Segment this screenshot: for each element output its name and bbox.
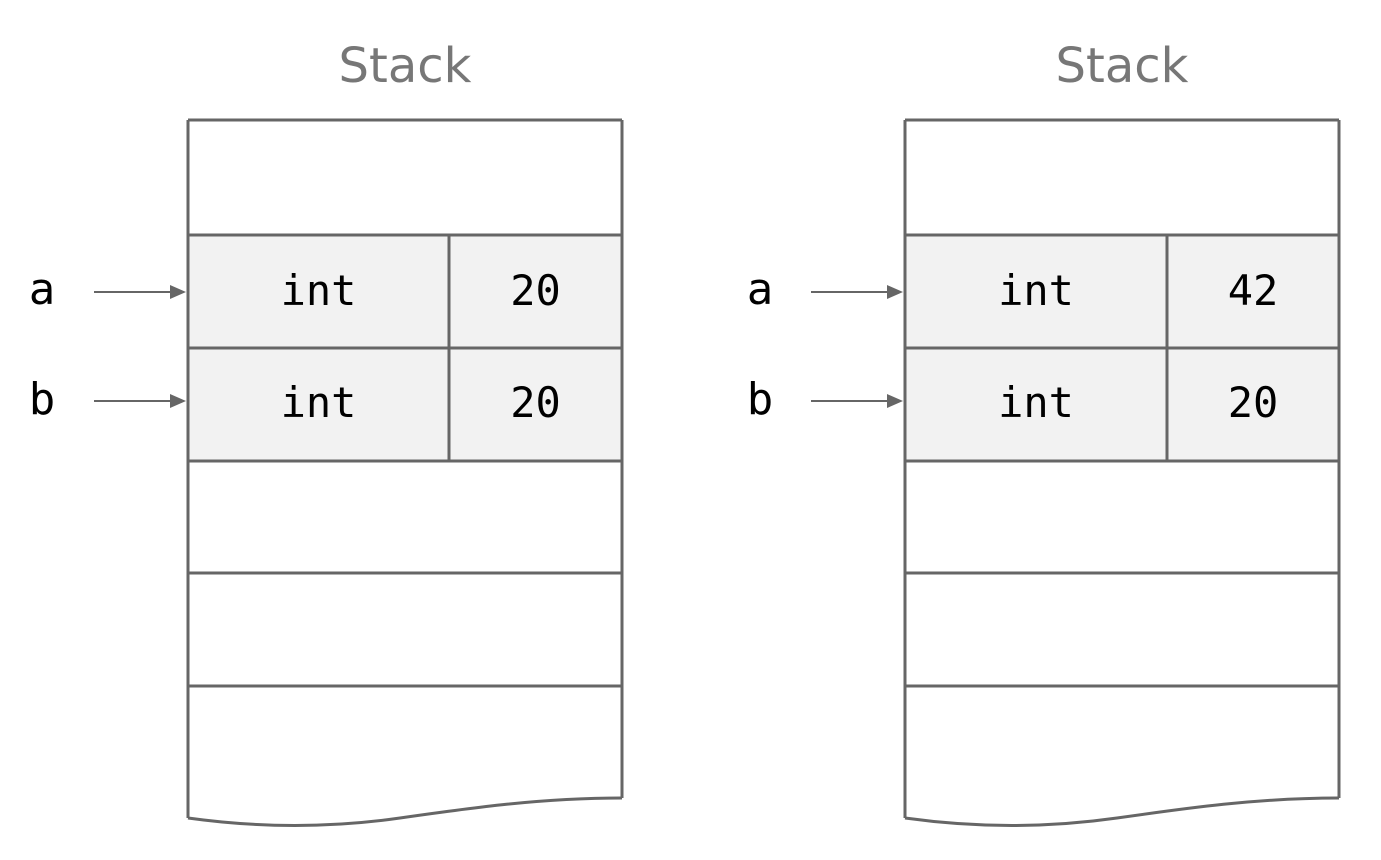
arrow-left-a-head: [170, 285, 186, 299]
stack-left: [94, 118, 624, 827]
stack-title-right: Stack: [1055, 38, 1189, 94]
var-label-a-left: a: [28, 264, 56, 315]
stack-left-torn-bottom: [187, 796, 623, 827]
cell-type-b-left: int: [280, 378, 357, 427]
cell-value-b-left: 20: [510, 378, 561, 427]
stack-title-left: Stack: [338, 38, 472, 94]
stack-right-row-a-fill: [905, 235, 1339, 348]
arrow-right-a-head: [887, 285, 903, 299]
var-label-b-left: b: [28, 374, 56, 425]
stack-left-row-b-fill: [188, 348, 622, 461]
arrow-right-b-head: [887, 394, 903, 408]
stack-right: [811, 118, 1341, 827]
var-label-a-right: a: [746, 264, 774, 315]
stack-right-row-b-fill: [905, 348, 1339, 461]
var-label-b-right: b: [746, 374, 774, 425]
cell-value-a-left: 20: [510, 266, 561, 315]
cell-type-a-right: int: [998, 266, 1074, 315]
cell-type-b-right: int: [998, 378, 1074, 427]
cell-value-a-right: 42: [1227, 266, 1279, 315]
stack-left-row-a-fill: [188, 235, 622, 348]
cell-type-a-left: int: [280, 266, 357, 315]
cell-value-b-right: 20: [1227, 378, 1279, 427]
stack-right-torn-bottom: [904, 796, 1340, 827]
arrow-left-b-head: [170, 394, 186, 408]
